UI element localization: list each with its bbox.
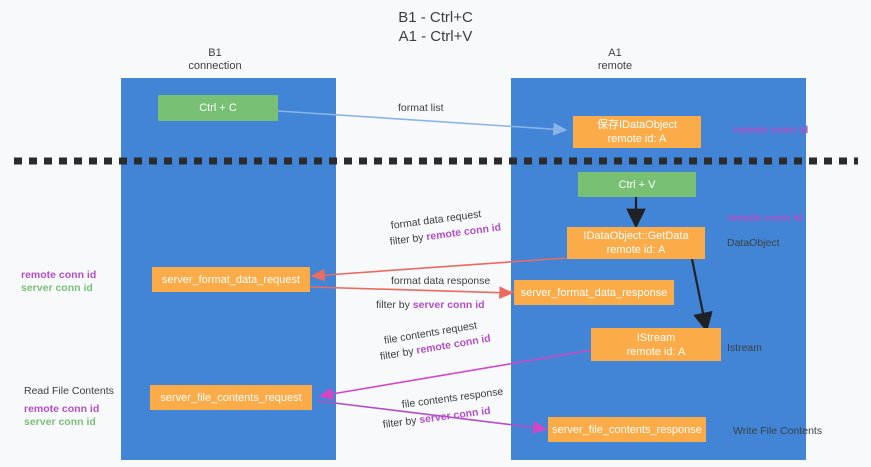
- edge-label-format-list: format list: [398, 102, 444, 114]
- edge-label-file-contents-response-filter-prefix: filter by: [382, 414, 421, 431]
- edge-label-format-data-response: format data response: [391, 275, 491, 287]
- box-istream-line-2: remote id: A: [626, 345, 686, 358]
- column-header-a1: A1 remote: [545, 47, 685, 73]
- box-istream-line-1: IStream: [636, 331, 676, 344]
- box-server-format-data-request-label: server_format_data_request: [161, 273, 301, 286]
- annotation-left-read-file-contents: Read File Contents: [24, 385, 114, 397]
- diagram-title-line-2: A1 - Ctrl+V: [398, 28, 473, 45]
- box-save-idataobject[interactable]: 保存IDataObject remote id: A: [573, 116, 701, 148]
- edge-label-format-data-response-filter: filter by server conn id: [376, 298, 485, 312]
- box-ctrl-c[interactable]: Ctrl + C: [158, 95, 278, 121]
- column-header-b1-sub: connection: [188, 60, 242, 72]
- box-idataobject-getdata-line-2: remote id: A: [606, 244, 666, 256]
- box-idataobject-getdata[interactable]: IDataObject::GetData remote id: A: [567, 227, 705, 259]
- diagram-title-line-1: B1 - Ctrl+C: [398, 9, 473, 26]
- annotation-left-remote-conn-id-bottom: remote conn id: [24, 403, 100, 415]
- box-server-file-contents-request-label: server_file_contents_request: [160, 391, 302, 404]
- box-server-file-contents-response[interactable]: server_file_contents_response: [548, 417, 706, 442]
- annotation-right-istream: Istream: [727, 342, 763, 354]
- box-server-format-data-response[interactable]: server_format_data_response: [514, 280, 674, 305]
- box-save-idataobject-line-1: 保存IDataObject: [596, 119, 678, 131]
- column-header-b1-name: B1: [208, 47, 222, 59]
- edge-label-format-data-response-filter-key: server conn id: [412, 299, 485, 311]
- box-server-file-contents-response-label: server_file_contents_response: [552, 423, 702, 436]
- annotation-left-server-conn-id-bottom: server conn id: [24, 416, 96, 428]
- column-header-a1-sub: remote: [597, 60, 633, 72]
- annotation-right-remote-conn-id-mid: remote conn id: [727, 212, 803, 224]
- edge-label-format-data-request-filter-prefix: filter by: [389, 231, 428, 248]
- box-ctrl-v[interactable]: Ctrl + V: [578, 172, 696, 197]
- box-server-file-contents-request[interactable]: server_file_contents_request: [150, 385, 312, 410]
- box-istream[interactable]: IStream remote id: A: [591, 328, 721, 361]
- diagram-title: B1 - Ctrl+C A1 - Ctrl+V: [0, 8, 871, 46]
- column-header-b1: B1 connection: [145, 47, 285, 73]
- edge-label-format-data-response-filter-prefix: filter by: [376, 299, 413, 311]
- annotation-left-server-conn-id-mid: server conn id: [21, 282, 93, 294]
- box-ctrl-c-label: Ctrl + C: [199, 102, 237, 114]
- box-server-format-data-request[interactable]: server_format_data_request: [152, 267, 310, 292]
- annotation-left-remote-conn-id-mid: remote conn id: [21, 269, 97, 281]
- box-ctrl-v-label: Ctrl + V: [618, 178, 656, 191]
- column-header-a1-name: A1: [608, 47, 622, 59]
- box-save-idataobject-line-2: remote id: A: [607, 133, 667, 145]
- box-server-format-data-response-label: server_format_data_response: [520, 286, 668, 299]
- annotation-right-write-file-contents: Write File Contents: [733, 425, 823, 437]
- box-idataobject-getdata-line-1: IDataObject::GetData: [583, 230, 689, 242]
- edge-label-file-contents-response-filter: filter by server conn id: [382, 404, 491, 432]
- annotation-right-remote-conn-id-top: remote conn id: [733, 124, 809, 136]
- annotation-right-dataobject: DataObject: [727, 237, 780, 249]
